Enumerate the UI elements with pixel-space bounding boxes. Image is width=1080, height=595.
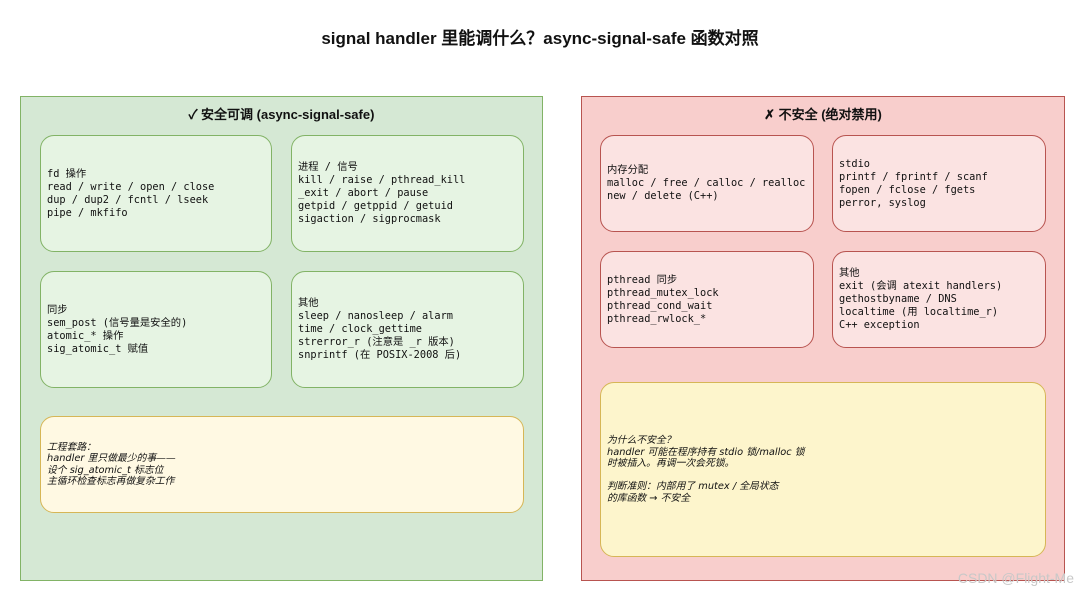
note-line: 时被插入。再调一次会死锁。	[607, 458, 735, 469]
box-heading: 进程 / 信号	[298, 161, 358, 173]
box-heading: 同步	[47, 303, 68, 316]
note-line: handler 里只做最少的事——	[47, 453, 176, 464]
box-line: pthread_rwlock_*	[607, 312, 707, 325]
box-line: pthread_cond_wait	[607, 299, 713, 312]
note-line: 设个 sig_atomic_t 标志位	[47, 464, 164, 476]
box-line: strerror_r (注意是 _r 版本)	[298, 336, 455, 348]
note-line: handler 可能在程序持有 stdio 锁/malloc 锁	[607, 446, 805, 458]
box-line: pthread_mutex_lock	[607, 286, 719, 299]
box-line: sigaction / sigprocmask	[298, 213, 441, 225]
note-line: 工程套路：	[47, 441, 96, 453]
box-line: kill / raise / pthread_kill	[298, 174, 466, 186]
box-line: sem_post (信号量是安全的)	[47, 316, 188, 329]
watermark: CSDN @Flight-Me	[957, 570, 1074, 586]
box-line: sig_atomic_t 赋值	[47, 342, 149, 355]
box-line: getpid / getppid / getuid	[298, 200, 453, 212]
box-line: fopen / fclose / fgets	[839, 183, 976, 196]
note-line: 主循环检查标志再做复杂工作	[47, 476, 175, 487]
box-line: localtime (用 localtime_r)	[839, 306, 999, 318]
note-line: 的库函数 → 不安全	[607, 492, 691, 504]
safe-panel-title: ✓ 安全可调 (async-signal-safe)	[188, 107, 375, 122]
box-line: pipe / mkfifo	[47, 206, 128, 219]
safe-sync-box: 同步 sem_post (信号量是安全的) atomic_* 操作 sig_at…	[40, 271, 272, 388]
box-heading: 内存分配	[607, 164, 649, 176]
safe-other-box: 其他 sleep / nanosleep / alarm time / cloc…	[291, 271, 524, 388]
safe-panel: ✓ 安全可调 (async-signal-safe) fd 操作 read / …	[20, 96, 543, 581]
note-line: 判断准则：内部用了 mutex / 全局状态	[607, 481, 779, 492]
box-line: C++ exception	[839, 319, 920, 331]
box-heading: 其他	[298, 297, 319, 309]
unsafe-other-box: 其他 exit (会调 atexit handlers) gethostbyna…	[832, 251, 1046, 348]
unsafe-stdio-box: stdio printf / fprintf / scanf fopen / f…	[832, 135, 1046, 232]
note-line	[607, 470, 1039, 482]
box-line: new / delete (C++)	[607, 190, 719, 202]
box-line: perror, syslog	[839, 196, 926, 209]
unsafe-panel: ✗ 不安全 (绝对禁用) 内存分配 malloc / free / calloc…	[581, 96, 1065, 581]
box-line: read / write / open / close	[47, 180, 215, 193]
unsafe-pthread-box: pthread 同步 pthread_mutex_lock pthread_co…	[600, 251, 814, 348]
diagram-title: signal handler 里能调什么？async-signal-safe 函…	[321, 29, 759, 48]
box-line: dup / dup2 / fcntl / lseek	[47, 193, 209, 206]
box-line: _exit / abort / pause	[298, 187, 429, 199]
unsafe-note-box: 为什么不安全？ handler 可能在程序持有 stdio 锁/malloc 锁…	[600, 382, 1046, 557]
unsafe-panel-title: ✗ 不安全 (绝对禁用)	[764, 107, 882, 122]
box-heading: 其他	[839, 267, 860, 279]
box-line: atomic_* 操作	[47, 329, 124, 342]
box-line: time / clock_gettime	[298, 323, 422, 335]
unsafe-memory-box: 内存分配 malloc / free / calloc / realloc ne…	[600, 135, 814, 232]
safe-note-box: 工程套路： handler 里只做最少的事—— 设个 sig_atomic_t …	[40, 416, 524, 513]
box-heading: fd 操作	[47, 167, 87, 180]
box-line: gethostbyname / DNS	[839, 293, 957, 305]
box-line: sleep / nanosleep / alarm	[298, 310, 453, 322]
note-line: 为什么不安全？	[607, 435, 676, 446]
safe-process-box: 进程 / 信号 kill / raise / pthread_kill _exi…	[291, 135, 524, 252]
box-line: exit (会调 atexit handlers)	[839, 280, 1003, 292]
box-heading: stdio	[839, 157, 870, 170]
box-line: printf / fprintf / scanf	[839, 170, 988, 183]
box-line: snprintf (在 POSIX-2008 后)	[298, 349, 462, 361]
box-heading: pthread 同步	[607, 273, 678, 286]
box-line: malloc / free / calloc / realloc	[607, 177, 806, 189]
safe-fd-box: fd 操作 read / write / open / close dup / …	[40, 135, 272, 252]
